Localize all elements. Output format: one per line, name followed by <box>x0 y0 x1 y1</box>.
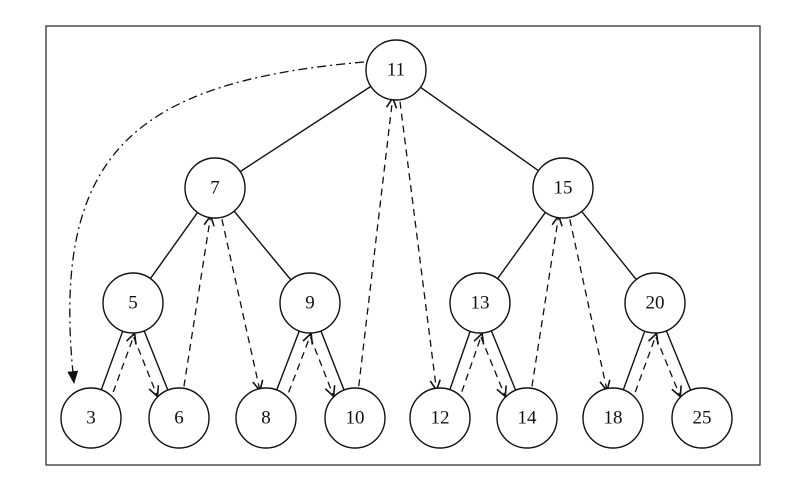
node-label: 8 <box>261 408 271 429</box>
node-circle <box>60 387 122 449</box>
node-circle <box>582 387 644 449</box>
node-label: 12 <box>431 408 450 429</box>
thread-arrow-n20-n25 <box>655 336 680 396</box>
node-label: 13 <box>471 293 490 314</box>
node-label: 3 <box>86 408 96 429</box>
tree-node-11: 11 <box>365 39 427 101</box>
tree-node-13: 13 <box>449 272 511 334</box>
tree-edge-n9-n8 <box>276 330 300 391</box>
node-label: 5 <box>128 293 138 314</box>
thread-arrow-n10-n11 <box>358 98 393 387</box>
node-circle <box>409 387 471 449</box>
tree-edge-n9-n10 <box>320 330 345 391</box>
node-label: 9 <box>305 293 315 314</box>
tree-node-12: 12 <box>409 387 471 449</box>
thread-arrow-n14-n15 <box>531 216 559 387</box>
thread-arrow-n8-n9 <box>288 333 312 393</box>
node-circle <box>102 272 164 334</box>
tree-edge-n11-n7 <box>239 85 372 173</box>
tree-node-14: 14 <box>496 387 558 449</box>
thread-arrow-n6-n7 <box>183 216 211 387</box>
tree-edge-n15-n20 <box>581 210 637 281</box>
node-label: 10 <box>346 408 365 429</box>
node-circle <box>235 387 297 449</box>
node-circle <box>496 387 558 449</box>
inorder-threads <box>67 61 681 397</box>
tree-edge-n5-n3 <box>100 330 124 391</box>
tree-edge-n13-n14 <box>490 330 517 391</box>
node-label: 6 <box>174 408 184 429</box>
tree-edge-n15-n13 <box>496 211 547 280</box>
diagram-frame <box>45 25 761 466</box>
thread-arrow-n3-n5 <box>112 333 134 393</box>
node-label: 25 <box>693 408 712 429</box>
thread-arrow-n18-n20 <box>634 333 656 393</box>
node-circle <box>449 272 511 334</box>
node-circle <box>624 272 686 334</box>
node-label: 11 <box>387 60 405 81</box>
tree-node-25: 25 <box>671 387 733 449</box>
node-label: 18 <box>604 408 623 429</box>
tree-edge-n5-n6 <box>143 330 169 391</box>
node-label: 7 <box>210 178 220 199</box>
tree-edge-n7-n9 <box>233 210 292 281</box>
tree-node-7: 7 <box>184 157 246 219</box>
thread-arrow-n9-n10 <box>309 336 333 396</box>
tree-node-5: 5 <box>102 272 164 334</box>
tree-node-8: 8 <box>235 387 297 449</box>
tree-node-3: 3 <box>60 387 122 449</box>
tree-edge-n20-n25 <box>665 330 692 391</box>
thread-arrow-n15-n18 <box>569 219 607 390</box>
tree-node-6: 6 <box>148 387 210 449</box>
tree-edges <box>100 85 692 391</box>
node-circle <box>671 387 733 449</box>
thread-arrow-n13-n14 <box>480 336 505 396</box>
tree-edge-n11-n15 <box>420 86 539 172</box>
tree-edge-n13-n12 <box>449 331 471 390</box>
thread-arrow-n5-n6 <box>133 336 158 396</box>
node-circle <box>148 387 210 449</box>
node-circle <box>365 39 427 101</box>
node-circle <box>279 272 341 334</box>
tree-node-15: 15 <box>532 157 594 219</box>
node-label: 15 <box>554 178 573 199</box>
tree-node-10: 10 <box>324 387 386 449</box>
tree-node-18: 18 <box>582 387 644 449</box>
node-label: 20 <box>646 293 665 314</box>
thread-arrow-n11-n12 <box>399 101 436 390</box>
tree-nodes: 11 7 15 5 9 13 20 3 6 8 10 12 14 18 25 <box>60 39 733 449</box>
thread-arrow-n7-n8 <box>221 219 260 390</box>
node-circle <box>324 387 386 449</box>
thread-arrow-n12-n13 <box>461 333 482 392</box>
node-circle <box>184 157 246 219</box>
tree-node-20: 20 <box>624 272 686 334</box>
tree-edge-n7-n5 <box>149 212 199 279</box>
tree-node-9: 9 <box>279 272 341 334</box>
tree-edge-n20-n18 <box>622 330 646 391</box>
start-pointer-arrow <box>67 61 365 385</box>
node-circle <box>532 157 594 219</box>
node-label: 14 <box>518 408 538 429</box>
